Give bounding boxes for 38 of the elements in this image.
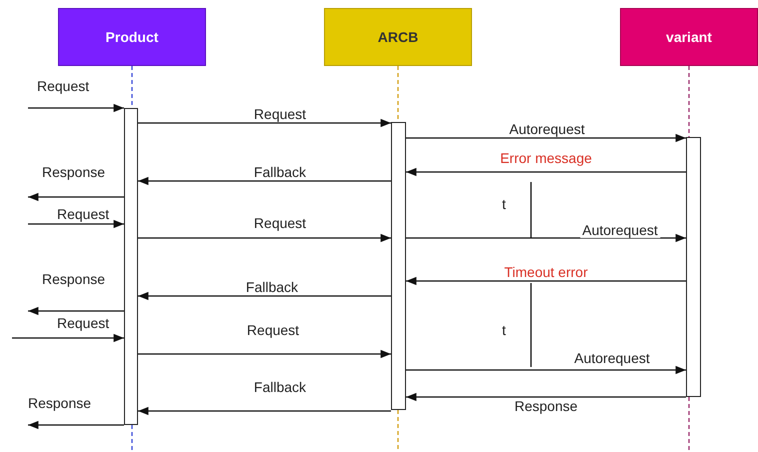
message-label: Timeout error xyxy=(502,264,590,280)
message-arrow xyxy=(406,234,686,242)
message-arrow xyxy=(138,118,391,128)
message-label: Autorequest xyxy=(580,222,660,238)
activation-bar xyxy=(686,137,701,397)
lifeline xyxy=(131,66,133,108)
message-arrow xyxy=(406,276,686,286)
message-arrow xyxy=(138,292,391,300)
message-label: Request xyxy=(55,206,112,222)
message-arrow xyxy=(28,220,124,228)
participant-box: ARCB xyxy=(324,8,472,66)
message-arrow xyxy=(406,392,686,402)
message-arrow xyxy=(406,168,686,176)
message-arrow xyxy=(406,366,686,374)
message-arrow xyxy=(138,350,391,358)
message-label: Error message xyxy=(498,150,594,166)
activation-bar xyxy=(124,108,138,425)
activation-bar xyxy=(391,122,406,410)
message-label: Response xyxy=(26,395,94,411)
message-arrow xyxy=(138,176,391,186)
message-arrow xyxy=(28,420,124,430)
message-arrow xyxy=(138,406,391,416)
message-label: Autorequest xyxy=(572,350,652,366)
participant-box: Product xyxy=(58,8,206,66)
message-label: Request xyxy=(55,315,112,331)
lifeline xyxy=(688,66,690,137)
message-arrow xyxy=(12,334,124,342)
message-arrow xyxy=(28,104,124,112)
participant-box: variant xyxy=(620,8,758,66)
message-arrow xyxy=(406,134,686,142)
message-label: Response xyxy=(40,271,108,287)
message-label: Autorequest xyxy=(507,121,587,137)
message-arrow xyxy=(28,306,124,316)
message-arrow xyxy=(138,234,391,242)
lifeline xyxy=(397,66,399,122)
message-label: Response xyxy=(40,164,108,180)
message-arrow xyxy=(28,192,124,202)
message-label: Request xyxy=(35,78,92,94)
